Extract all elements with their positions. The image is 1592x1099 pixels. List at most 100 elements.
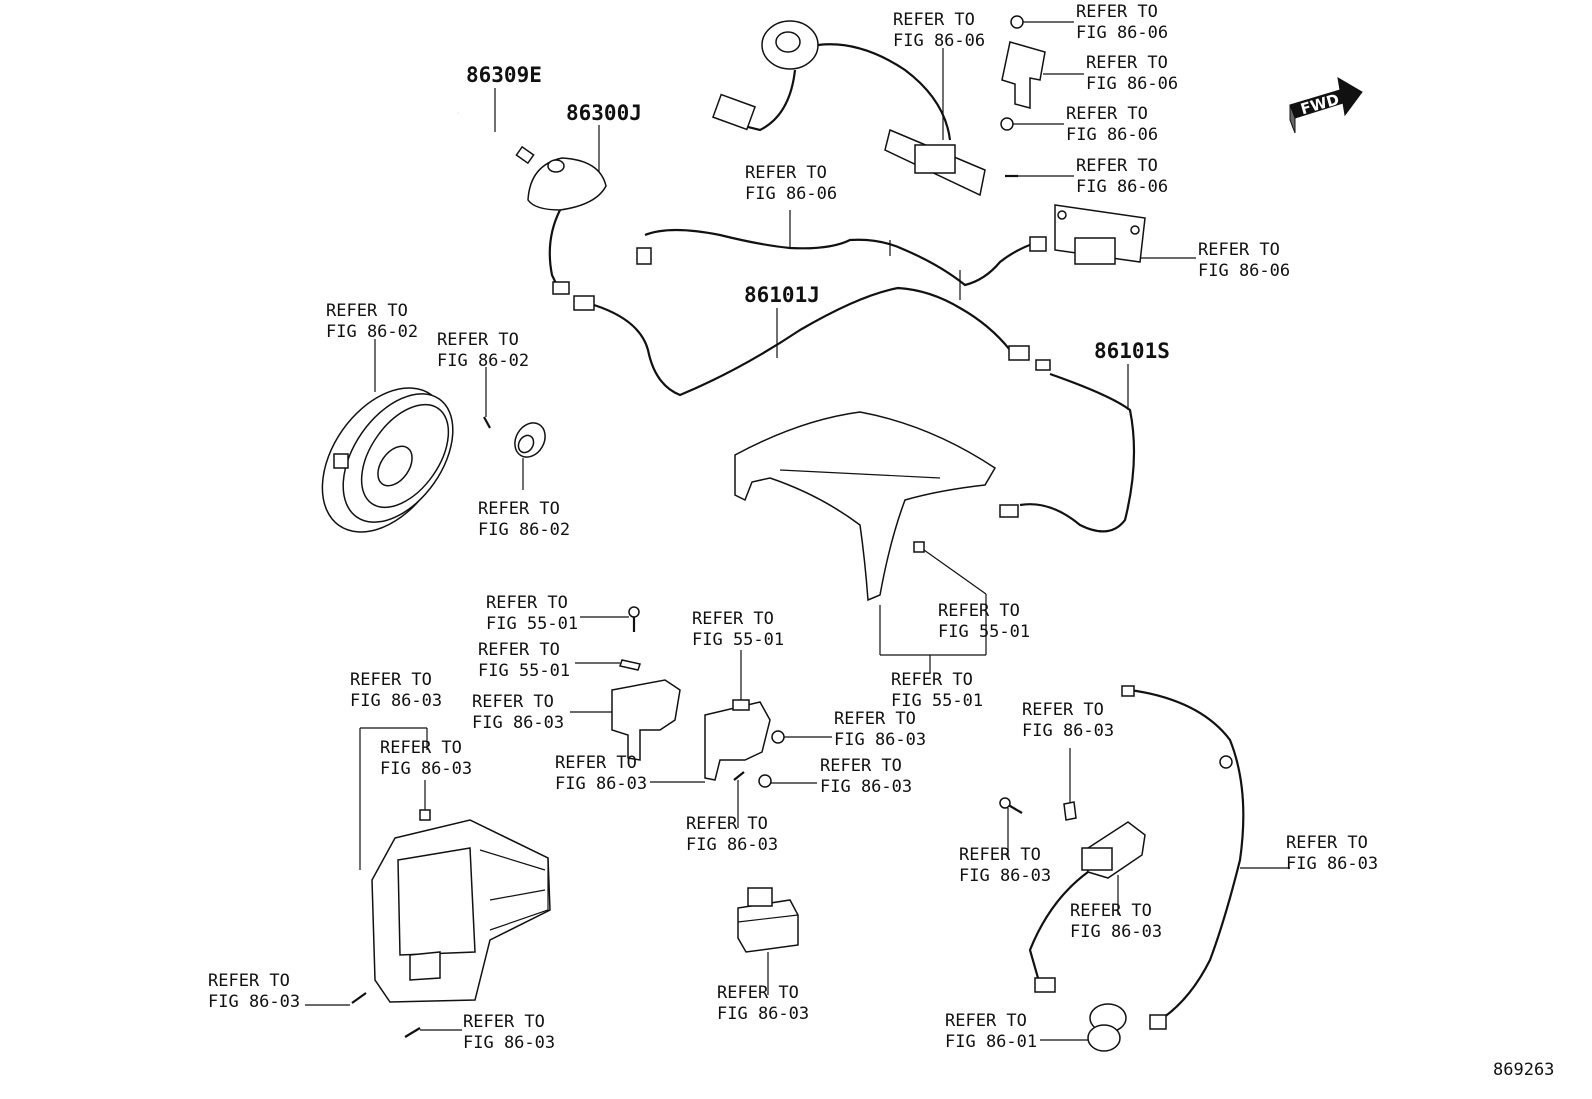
- fig-ref-86-06: FIG 86-06: [893, 31, 985, 51]
- fig-ref-86-03: FIG 86-03: [380, 759, 472, 779]
- fig-ref-55-01: FIG 55-01: [478, 661, 570, 681]
- fig-ref-86-06: FIG 86-06: [1198, 261, 1290, 281]
- fig-ref-86-03: FIG 86-03: [208, 992, 300, 1012]
- refer-to-label: REFER TO: [437, 330, 519, 350]
- tweeter: [514, 422, 546, 458]
- fig-ref-86-02: FIG 86-02: [437, 351, 529, 371]
- refer-to-label: REFER TO: [350, 670, 432, 690]
- part-number-86101J: 86101J: [744, 283, 820, 307]
- head-unit-audio: [371, 819, 551, 1003]
- screw-bracket-1: [628, 606, 640, 632]
- refer-to-label: REFER TO: [686, 814, 768, 834]
- screw-bracket-2: [771, 730, 785, 744]
- refer-to-label: REFER TO: [1076, 2, 1158, 22]
- speaker: [321, 387, 454, 533]
- fwd-label: FWD: [1298, 90, 1341, 118]
- top-module-assembly: [712, 20, 986, 197]
- refer-to-label: REFER TO: [1022, 700, 1104, 720]
- refer-to-label: REFER TO: [1198, 240, 1280, 260]
- refer-to-label: REFER TO: [945, 1011, 1027, 1031]
- refer-to-label: REFER TO: [1066, 104, 1148, 124]
- refer-to-label: REFER TO: [834, 709, 916, 729]
- fig-ref-86-02: FIG 86-02: [326, 322, 418, 342]
- fig-ref-86-06: FIG 86-06: [1086, 74, 1178, 94]
- antenna-cable-86101J: [548, 209, 1051, 397]
- refer-to-label: REFER TO: [1076, 156, 1158, 176]
- clip-panel: [913, 541, 925, 553]
- fig-ref-86-03: FIG 86-03: [834, 730, 926, 750]
- refer-to-label: REFER TO: [1286, 833, 1368, 853]
- refer-to-label: REFER TO: [326, 301, 408, 321]
- screw-bracket-4: [733, 771, 745, 781]
- refer-to-label: REFER TO: [692, 609, 774, 629]
- refer-to-label: REFER TO: [745, 163, 827, 183]
- fig-ref-55-01: FIG 55-01: [692, 630, 784, 650]
- leader-clip-panel: [923, 549, 987, 595]
- mounting-bracket-center: [704, 699, 771, 781]
- refer-to-label: REFER TO: [478, 499, 560, 519]
- fig-ref-86-03: FIG 86-03: [686, 835, 778, 855]
- usb-connector-block: [737, 887, 799, 953]
- refer-to-label: REFER TO: [478, 640, 560, 660]
- refer-to-label: REFER TO: [463, 1012, 545, 1032]
- part-number-86101S: 86101S: [1094, 339, 1170, 363]
- refer-to-label: REFER TO: [891, 670, 973, 690]
- fig-ref-86-03: FIG 86-03: [472, 713, 564, 733]
- screw-bracket-3: [758, 774, 772, 788]
- screw-harness: [999, 797, 1023, 814]
- refer-to-label: REFER TO: [1070, 901, 1152, 921]
- refer-to-label: REFER TO: [1086, 53, 1168, 73]
- switch-assembly-right: [1054, 204, 1146, 265]
- usb-jack-bracket: [1028, 821, 1146, 993]
- instrument-hood-panel: [734, 411, 997, 602]
- screw-head-unit-1: [351, 992, 367, 1004]
- clip-harness: [1063, 801, 1077, 821]
- refer-to-label: REFER TO: [208, 971, 290, 991]
- upper-wire-harness: [636, 228, 1047, 300]
- clip-bracket: [619, 659, 641, 671]
- fig-ref-86-03: FIG 86-03: [555, 774, 647, 794]
- nut-top: [1010, 15, 1024, 29]
- fig-ref-55-01: FIG 55-01: [486, 614, 578, 634]
- usb-harness-right: [1121, 685, 1245, 1030]
- refer-to-label: REFER TO: [959, 845, 1041, 865]
- nut-middle: [1000, 117, 1014, 131]
- refer-to-label: REFER TO: [555, 753, 637, 773]
- fig-ref-55-01: FIG 55-01: [938, 622, 1030, 642]
- diagram-id: 869263: [1493, 1060, 1554, 1080]
- clip-head-unit: [419, 809, 431, 821]
- fig-ref-86-03: FIG 86-03: [463, 1033, 555, 1053]
- screw-head-unit-2: [404, 1027, 421, 1038]
- mounting-bracket-left: [611, 679, 681, 761]
- fig-ref-86-01: FIG 86-01: [945, 1032, 1037, 1052]
- refer-to-label: REFER TO: [938, 601, 1020, 621]
- fig-ref-86-03: FIG 86-03: [350, 691, 442, 711]
- refer-to-label: REFER TO: [472, 692, 554, 712]
- fig-ref-86-06: FIG 86-06: [1076, 23, 1168, 43]
- fig-ref-86-06: FIG 86-06: [1076, 177, 1168, 197]
- fig-ref-86-06: FIG 86-06: [1066, 125, 1158, 145]
- bracket-top: [1001, 41, 1046, 109]
- part-number-86300J: 86300J: [566, 101, 642, 125]
- fig-ref-86-03: FIG 86-03: [1286, 854, 1378, 874]
- fig-ref-86-03: FIG 86-03: [1022, 721, 1114, 741]
- fig-ref-86-03: FIG 86-03: [717, 1004, 809, 1024]
- aux-jack: [1087, 1003, 1127, 1052]
- refer-to-label: REFER TO: [893, 10, 975, 30]
- fig-ref-86-06: FIG 86-06: [745, 184, 837, 204]
- forward-arrow-icon: FWD: [1289, 77, 1363, 134]
- refer-to-label: REFER TO: [380, 738, 462, 758]
- fig-ref-55-01: FIG 55-01: [891, 691, 983, 711]
- refer-to-label: REFER TO: [820, 756, 902, 776]
- antenna-cable-86101S: [999, 372, 1136, 533]
- speaker-screw: [483, 416, 491, 429]
- fig-ref-86-03: FIG 86-03: [1070, 922, 1162, 942]
- antenna-base: [527, 157, 607, 211]
- refer-to-label: REFER TO: [717, 983, 799, 1003]
- part-number-86309E: 86309E: [466, 63, 542, 87]
- fig-ref-86-03: FIG 86-03: [820, 777, 912, 797]
- antenna-rod: [457, 111, 535, 165]
- fig-ref-86-03: FIG 86-03: [959, 866, 1051, 886]
- refer-to-label: REFER TO: [486, 593, 568, 613]
